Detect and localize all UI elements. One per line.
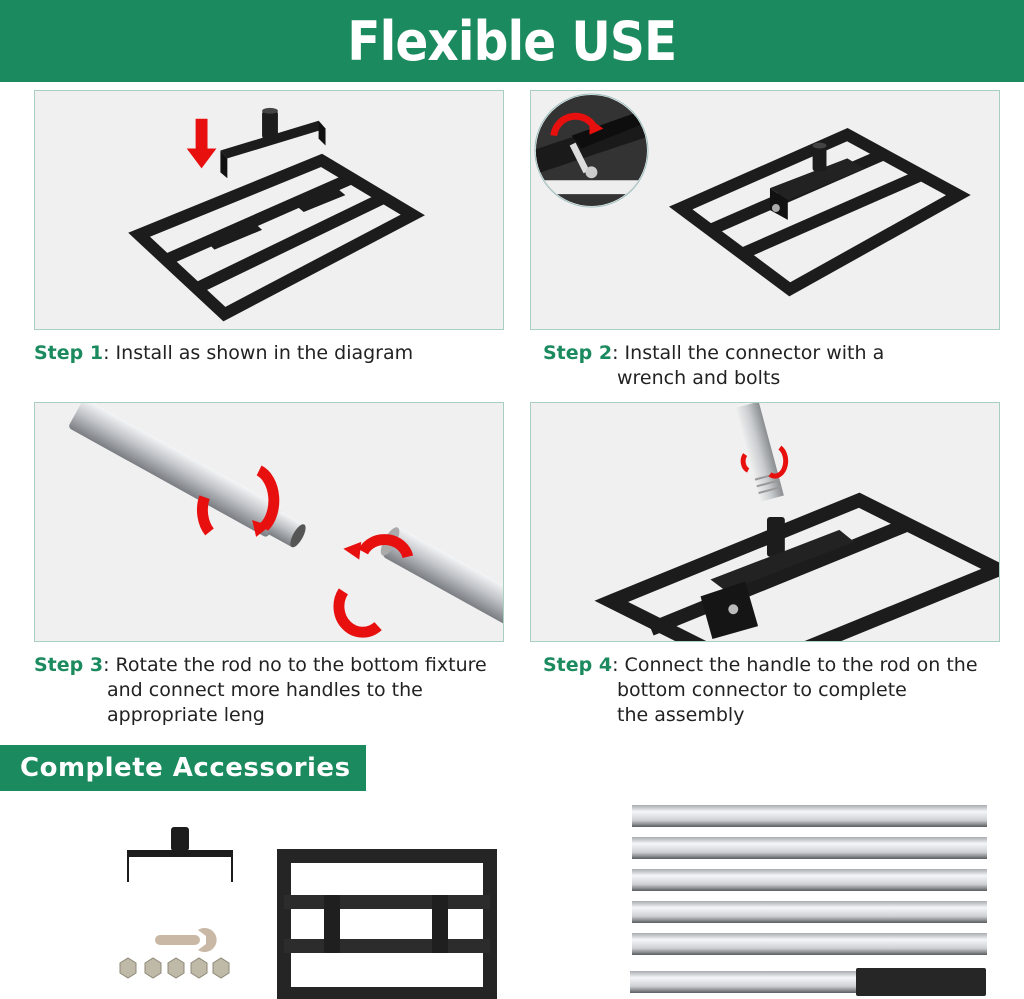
step-text-line-1: Connect the handle to the rod on the (624, 654, 978, 676)
step-text-line-1: Rotate the rod no to the bottom fixture (115, 654, 487, 676)
step-text-line-2: and connect more handles to the (107, 679, 423, 701)
wrench-inset (534, 93, 649, 208)
step-text-line-2: bottom connector to complete (617, 679, 907, 701)
rotate-arrow-icon (196, 465, 414, 638)
leveling-frame (128, 153, 425, 322)
step-text-line-2: wrench and bolts (617, 367, 781, 389)
bolt-icon (585, 166, 598, 179)
step-text-line-1: Install as shown in the diagram (115, 342, 414, 364)
extension-rod (632, 933, 987, 955)
bolt-icon (728, 604, 739, 615)
leveling-frame (594, 492, 999, 641)
grip-icon (856, 968, 986, 996)
arrow-down-icon (186, 118, 217, 169)
connector-bracket (127, 827, 233, 882)
connector-bolted-illustration (534, 93, 971, 297)
connector-bracket (700, 517, 855, 640)
step-1-illustration (34, 90, 504, 330)
step-separator: : (612, 654, 625, 676)
handle-rod-with-grip (630, 968, 986, 996)
step-text-line-3: the assembly (617, 704, 745, 726)
rods-rotating-illustration (69, 403, 503, 641)
wrench-icon (155, 928, 217, 952)
step-text-line-1: Install the connector with a (624, 342, 885, 364)
step-separator: : (612, 342, 625, 364)
page-title: Flexible USE (347, 9, 677, 73)
step-label: Step 1 (34, 342, 104, 364)
connector-bracket (220, 107, 326, 179)
accessories-parts (119, 827, 497, 999)
rotate-arrow-icon (550, 112, 597, 137)
accessories-rods (630, 805, 987, 996)
connector-bracket (769, 142, 865, 220)
upper-rod (69, 403, 306, 548)
extension-rod (632, 869, 987, 891)
step-3-illustration (34, 402, 504, 642)
step-label: Step 4 (543, 654, 613, 676)
step-2-caption: Step 2: Install the connector with a wre… (543, 341, 884, 391)
step-1-caption: Step 1: Install as shown in the diagram (34, 341, 413, 366)
rod-into-frame-illustration (594, 403, 999, 641)
step-4-caption: Step 4: Connect the handle to the rod on… (543, 653, 978, 728)
rotate-arrow-icon (740, 445, 789, 479)
accessories-title: Complete Accessories (20, 753, 351, 783)
wrench-icon (569, 142, 590, 174)
step-2-illustration (530, 90, 1000, 330)
frame-with-connector-illustration (128, 107, 425, 322)
extension-rod (632, 901, 987, 923)
handle-rod (735, 403, 784, 502)
leveling-frame (277, 849, 497, 999)
step-4-illustration (530, 402, 1000, 642)
bolt-icon (771, 204, 780, 212)
step-label: Step 3 (34, 654, 104, 676)
nuts (119, 957, 230, 979)
step-text-line-3: appropriate leng (107, 704, 265, 726)
accessories-banner: Complete Accessories (0, 745, 366, 791)
extension-rod (632, 837, 987, 859)
header-banner: Flexible USE (0, 0, 1024, 82)
step-label: Step 2 (543, 342, 613, 364)
step-separator: : (103, 342, 116, 364)
step-3-caption: Step 3: Rotate the rod no to the bottom … (34, 653, 487, 728)
extension-rod (632, 805, 987, 827)
frame-brackets (202, 185, 346, 250)
step-separator: : (103, 654, 116, 676)
